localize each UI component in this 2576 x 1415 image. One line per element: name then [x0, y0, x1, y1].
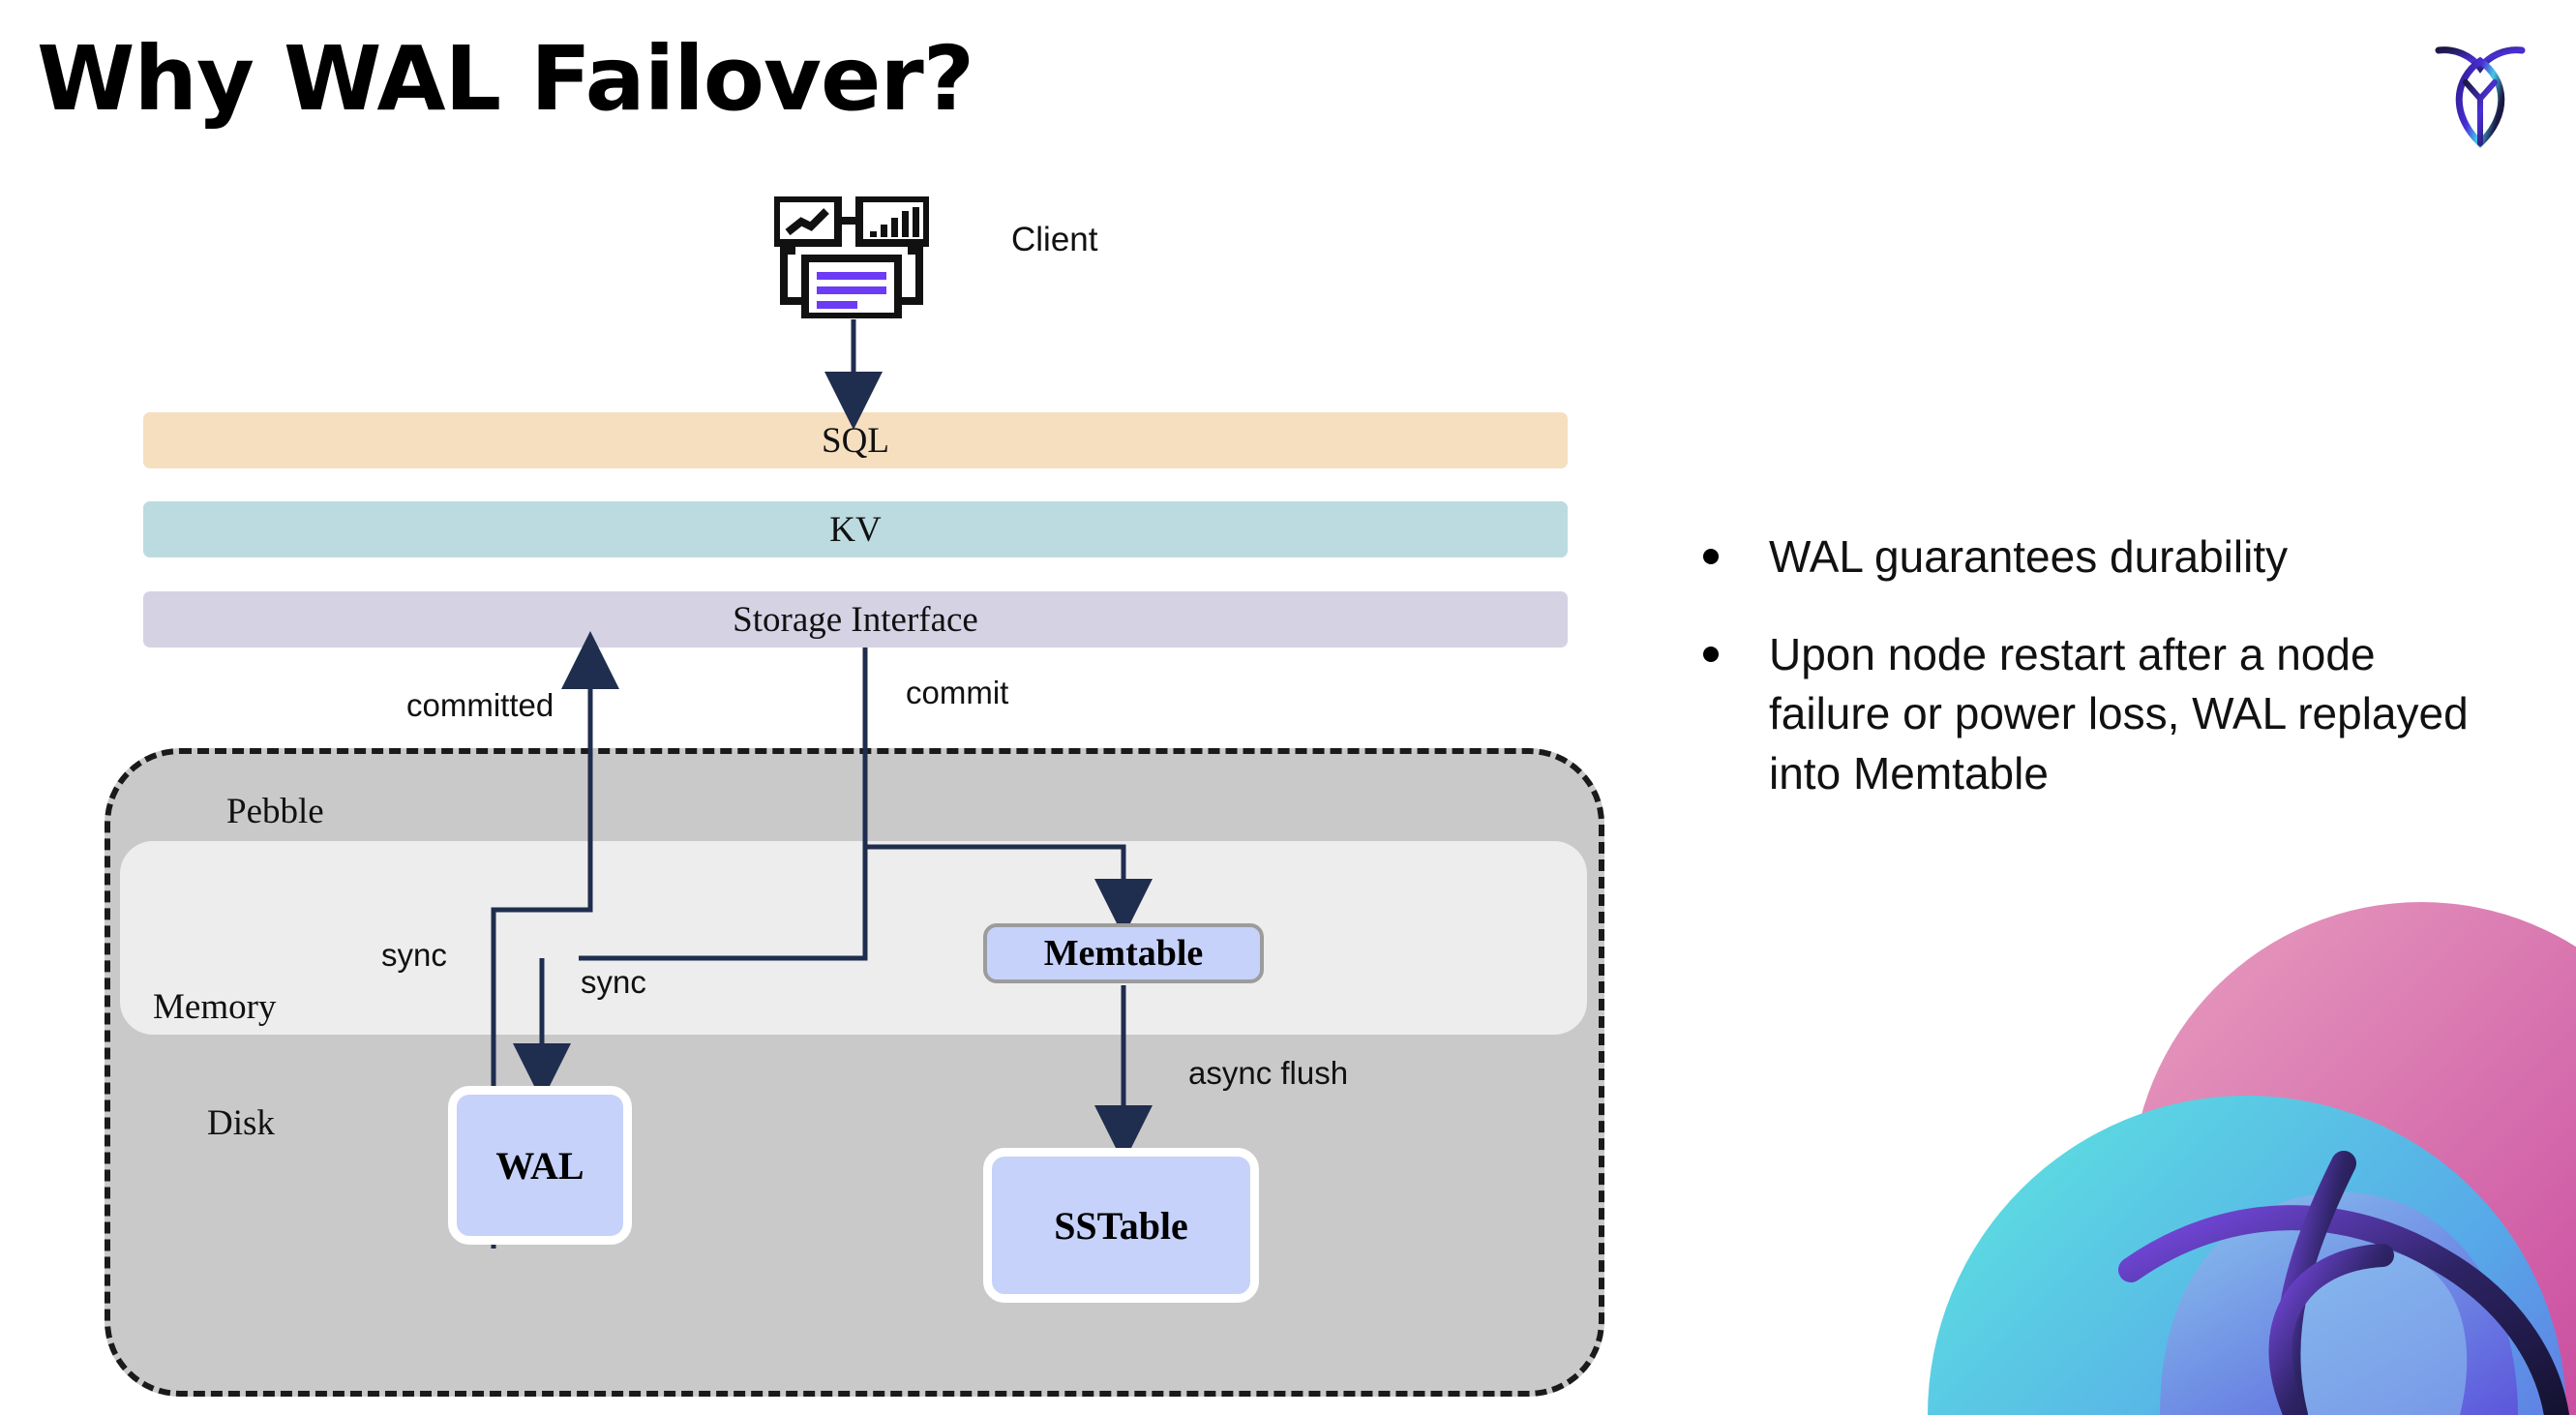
disk-label: Disk	[207, 1103, 275, 1143]
bullet-dot-icon	[1703, 549, 1719, 564]
pebble-label: Pebble	[226, 792, 324, 831]
client-dashboard-icon	[772, 195, 931, 320]
cockroachdb-logo-icon	[2427, 29, 2533, 150]
edge-label-sync-1: sync	[381, 937, 447, 973]
client-label: Client	[1011, 221, 1098, 258]
memory-zone	[120, 841, 1587, 1035]
bullet-dot-icon	[1703, 647, 1719, 663]
bullet-text: Upon node restart after a node failure o…	[1769, 629, 2469, 798]
layer-bar-storage: Storage Interface	[143, 591, 1568, 647]
edge-label-sync-2: sync	[581, 964, 646, 1000]
architecture-diagram: Client SQL KV Storage Interface Pebble M…	[105, 195, 1604, 1397]
node-wal: WAL	[448, 1086, 632, 1245]
edge-label-commit: commit	[906, 675, 1009, 710]
memory-label: Memory	[153, 987, 277, 1027]
node-sstable: SSTable	[983, 1148, 1259, 1303]
list-item: WAL guarantees durability	[1703, 527, 2477, 587]
edge-label-async-flush: async flush	[1188, 1055, 1349, 1091]
node-memtable: Memtable	[983, 923, 1264, 983]
layer-bar-kv: KV	[143, 501, 1568, 557]
page-title: Why WAL Failover?	[37, 27, 974, 131]
list-item: Upon node restart after a node failure o…	[1703, 625, 2477, 803]
bullet-list: WAL guarantees durability Upon node rest…	[1703, 527, 2477, 842]
decorative-logo-artwork	[1841, 873, 2576, 1415]
edge-label-committed: committed	[406, 687, 554, 723]
bullet-text: WAL guarantees durability	[1769, 531, 2289, 582]
diagram-connectors	[491, 319, 1153, 1249]
